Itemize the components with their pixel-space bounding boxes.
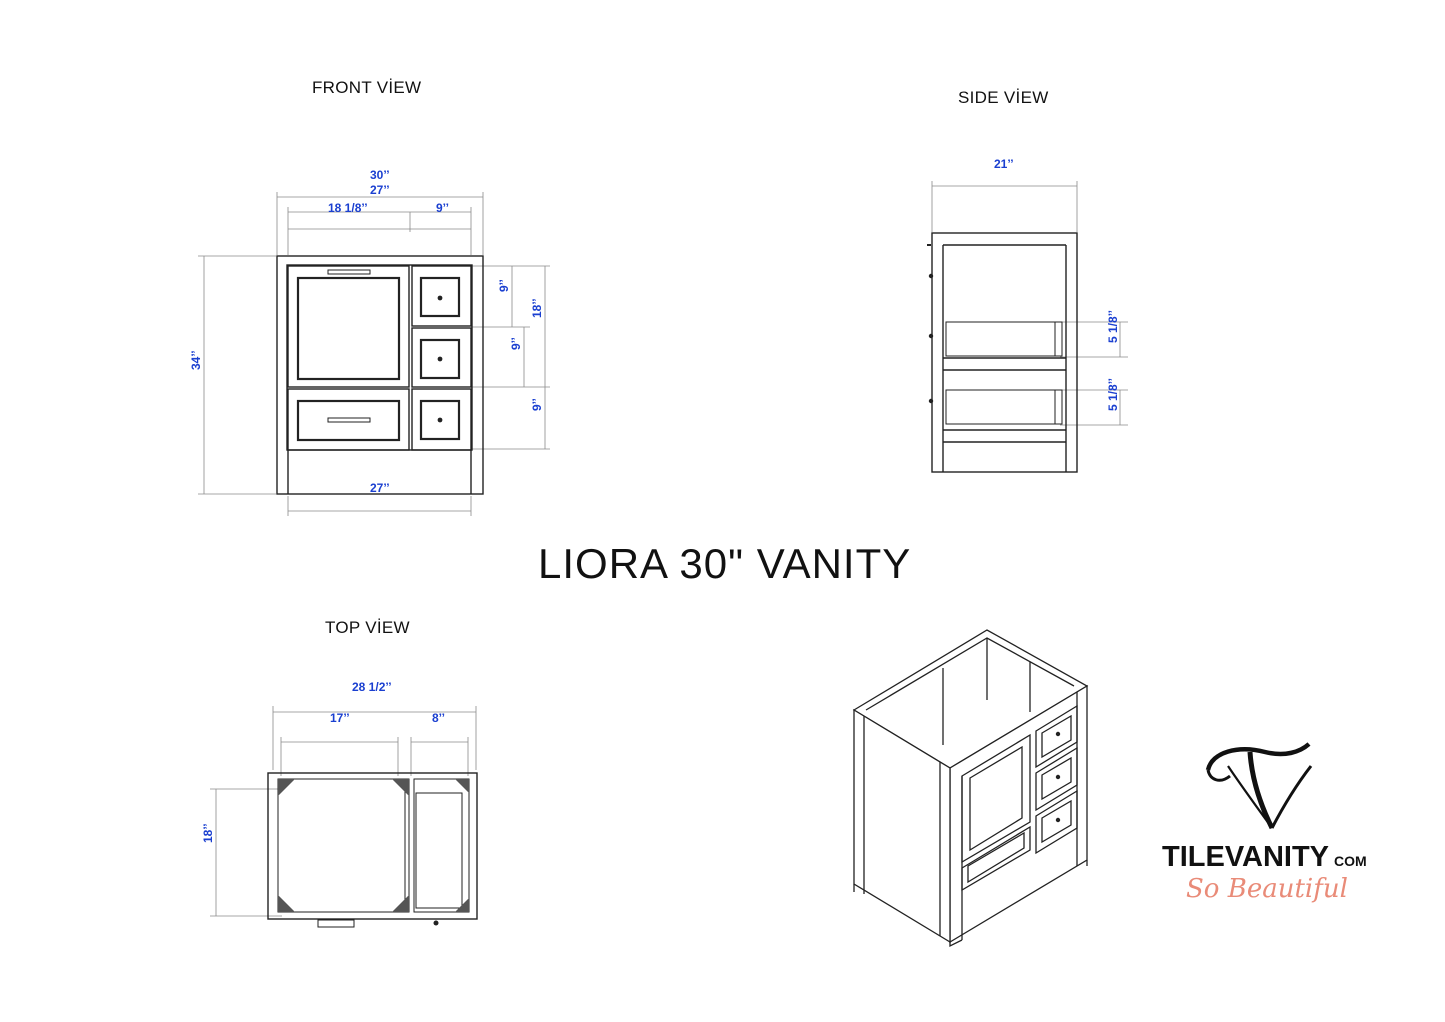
dim-front-drawer-upper: 9’’ [497, 279, 511, 292]
dim-front-drawer-width: 9’’ [436, 201, 449, 215]
dim-front-base-width: 27’’ [370, 481, 390, 495]
dim-front-drawer-stack: 18’’ [530, 298, 544, 318]
dim-side-depth: 21’’ [994, 157, 1014, 171]
dim-front-drawer-mid: 9’’ [509, 337, 523, 350]
dim-front-inner-width: 27’’ [370, 183, 390, 197]
dim-top-right: 8’’ [432, 711, 445, 725]
dim-top-width: 28 1/2’’ [352, 680, 392, 694]
dim-top-left: 17’’ [330, 711, 350, 725]
dim-front-overall-width: 30’’ [370, 168, 390, 182]
tv-monogram-icon [1205, 742, 1313, 830]
top-view-label: TOP VİEW [325, 618, 410, 637]
dim-front-height: 34’’ [189, 350, 203, 370]
dim-side-drawer-lower: 5 1/8’’ [1106, 378, 1120, 411]
logo-suffix: COM [1334, 853, 1367, 869]
dim-top-depth: 18’’ [201, 823, 215, 843]
dim-front-drawer-lower: 9’’ [530, 398, 544, 411]
front-view-label: FRONT VİEW [312, 78, 422, 97]
side-view-label: SIDE VİEW [958, 88, 1049, 107]
logo-brand: TILEVANITY [1162, 841, 1329, 873]
dim-side-drawer-upper: 5 1/8’’ [1106, 310, 1120, 343]
dim-front-door-width: 18 1/8’’ [328, 201, 368, 215]
page-title: LIORA 30" VANITY [538, 540, 912, 587]
logo-tagline: So Beautiful [1186, 874, 1348, 904]
